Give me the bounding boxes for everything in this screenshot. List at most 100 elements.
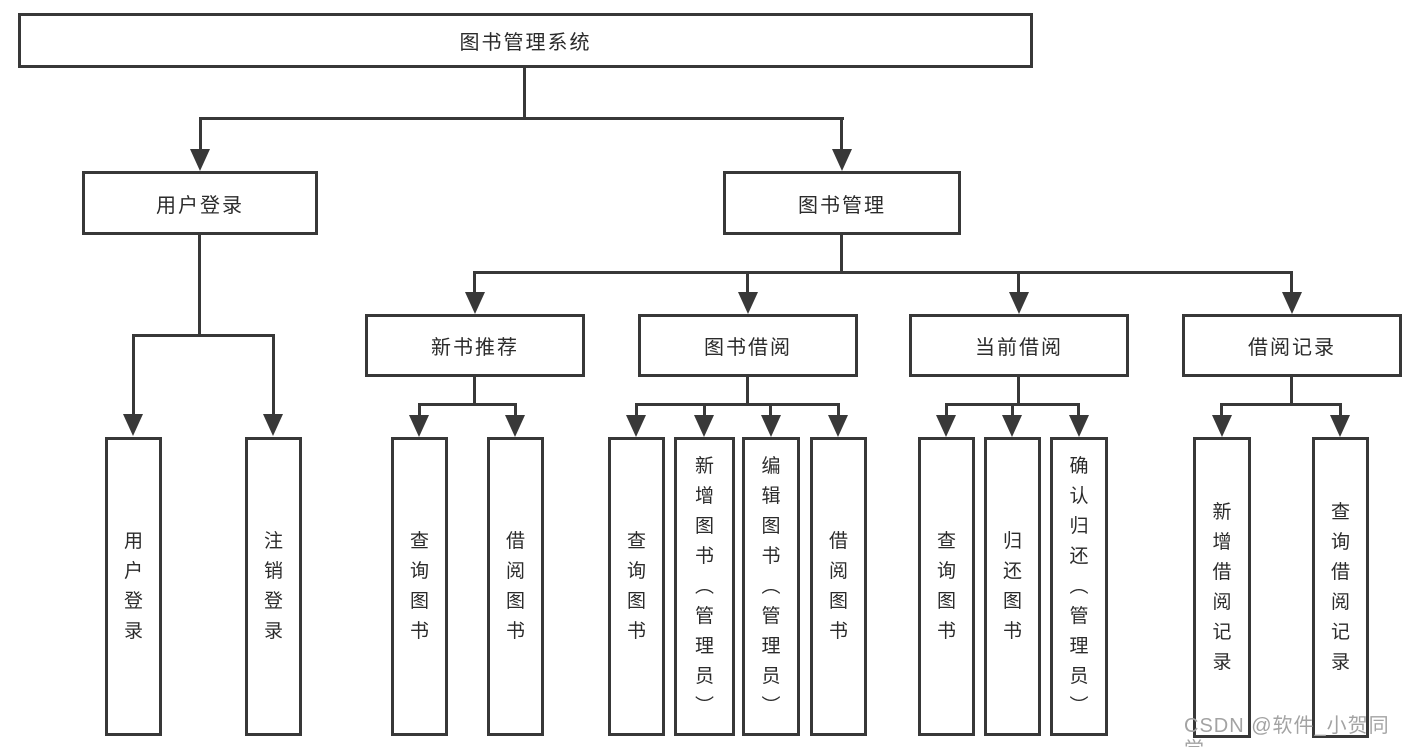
vertical-char: 阅 [505, 561, 525, 582]
connector-user-login-split [132, 334, 275, 337]
vertical-char: 理 [1069, 636, 1089, 657]
csdn-watermark: CSDN @软件_小贺同学 [1184, 715, 1390, 747]
vertical-char: 借 [1212, 562, 1232, 583]
arrowhead-new-book [465, 292, 485, 314]
vertical-char: 登 [263, 591, 283, 612]
vertical-char: ︵ [761, 576, 781, 597]
node-current-borrowing: 当前借阅 [909, 314, 1129, 377]
vertical-char: 销 [263, 561, 283, 582]
vertical-char: 还 [1069, 546, 1089, 567]
vertical-char: 新 [1212, 502, 1232, 523]
vertical-char: 查 [1330, 502, 1350, 523]
node-user-login: 用户登录 [82, 171, 318, 235]
arrowhead-logout-leaf [263, 414, 283, 436]
arrowhead-leaf [828, 415, 848, 437]
arrowhead-leaf [505, 415, 525, 437]
arrowhead-book-management [832, 149, 852, 171]
node-library-management-system: 图书管理系统 [18, 13, 1033, 68]
vertical-char: 用 [123, 531, 143, 552]
vertical-char: 查 [936, 531, 956, 552]
vertical-char: 员 [694, 666, 714, 687]
connector-stub-leaf [635, 403, 638, 418]
connector-level3-split [473, 271, 1293, 274]
arrowhead-leaf [626, 415, 646, 437]
vertical-char: 录 [1212, 652, 1232, 673]
node-label: 用户登录 [156, 194, 244, 217]
vertical-char: 管 [1069, 606, 1089, 627]
vertical-char: ︶ [761, 696, 781, 717]
leaf-confirm-return-admin: 确认归还︵管理员︶ [1050, 437, 1108, 736]
vertical-char: 登 [123, 591, 143, 612]
vertical-char: 图 [409, 591, 429, 612]
vertical-char: 录 [123, 621, 143, 642]
vertical-char: 图 [936, 591, 956, 612]
vertical-char: 询 [1330, 532, 1350, 553]
arrowhead-records [1282, 292, 1302, 314]
arrowhead-leaf [1069, 415, 1089, 437]
vertical-char: 书 [694, 546, 714, 567]
vertical-char: 查 [409, 531, 429, 552]
arrowhead-leaf [1330, 415, 1350, 437]
vertical-char: 阅 [1212, 592, 1232, 613]
connector-borrowing-trunk [746, 377, 749, 405]
node-label: 当前借阅 [975, 337, 1063, 359]
vertical-char: 图 [828, 591, 848, 612]
connector-stub-leaf [945, 403, 948, 418]
node-label: 图书管理 [798, 194, 886, 217]
vertical-char: ︵ [694, 576, 714, 597]
node-borrowing-records: 借阅记录 [1182, 314, 1402, 377]
vertical-char: 增 [1212, 532, 1232, 553]
connector-new-book-split [418, 403, 517, 406]
leaf-borrow-books: 借阅图书 [487, 437, 544, 736]
leaf-query-books: 查询图书 [918, 437, 975, 736]
connector-stub-borrowing [746, 271, 749, 296]
connector-stub-new-book [473, 271, 476, 296]
arrowhead-leaf [936, 415, 956, 437]
vertical-char: 员 [1069, 666, 1089, 687]
node-book-management: 图书管理 [723, 171, 961, 235]
arrowhead-current [1009, 292, 1029, 314]
connector-root-trunk [523, 68, 526, 119]
connector-stub-leaf [837, 403, 840, 418]
arrowhead-login-leaf [123, 414, 143, 436]
connector-stub-leaf [1220, 403, 1223, 418]
connector-stub-user-login [199, 117, 202, 151]
vertical-char: 注 [263, 531, 283, 552]
node-label: 图书管理系统 [459, 32, 592, 54]
vertical-char: 借 [1330, 562, 1350, 583]
connector-stub-records [1290, 271, 1293, 296]
vertical-char: 图 [626, 591, 646, 612]
leaf-user-login: 用户登录 [105, 437, 162, 736]
vertical-char: 书 [505, 621, 525, 642]
arrowhead-borrowing [738, 292, 758, 314]
arrowhead-leaf [409, 415, 429, 437]
vertical-char: 询 [936, 561, 956, 582]
leaf-logout: 注销登录 [245, 437, 302, 736]
connector-stub-logout-leaf [272, 334, 275, 418]
vertical-char: 归 [1002, 531, 1022, 552]
connector-records-split [1220, 403, 1342, 406]
leaf-query-books: 查询图书 [391, 437, 448, 736]
connector-stub-leaf [769, 403, 772, 418]
node-label: 图书借阅 [704, 337, 792, 359]
vertical-char: 询 [409, 561, 429, 582]
connector-records-trunk [1290, 377, 1293, 405]
vertical-char: 理 [761, 636, 781, 657]
vertical-char: 确 [1069, 456, 1089, 477]
connector-stub-book-management [840, 117, 843, 151]
vertical-char: 阅 [828, 561, 848, 582]
vertical-char: 录 [1330, 652, 1350, 673]
vertical-char: 图 [505, 591, 525, 612]
connector-stub-leaf [1077, 403, 1080, 418]
vertical-char: 录 [263, 621, 283, 642]
vertical-char: 图 [761, 516, 781, 537]
node-new-book-recommend: 新书推荐 [365, 314, 585, 377]
vertical-char: 书 [761, 546, 781, 567]
vertical-char: 书 [626, 621, 646, 642]
leaf-query-borrow-record: 查询借阅记录 [1312, 437, 1369, 738]
leaf-borrow-books: 借阅图书 [810, 437, 867, 736]
leaf-return-books: 归还图书 [984, 437, 1041, 736]
vertical-char: 管 [761, 606, 781, 627]
vertical-char: 阅 [1330, 592, 1350, 613]
